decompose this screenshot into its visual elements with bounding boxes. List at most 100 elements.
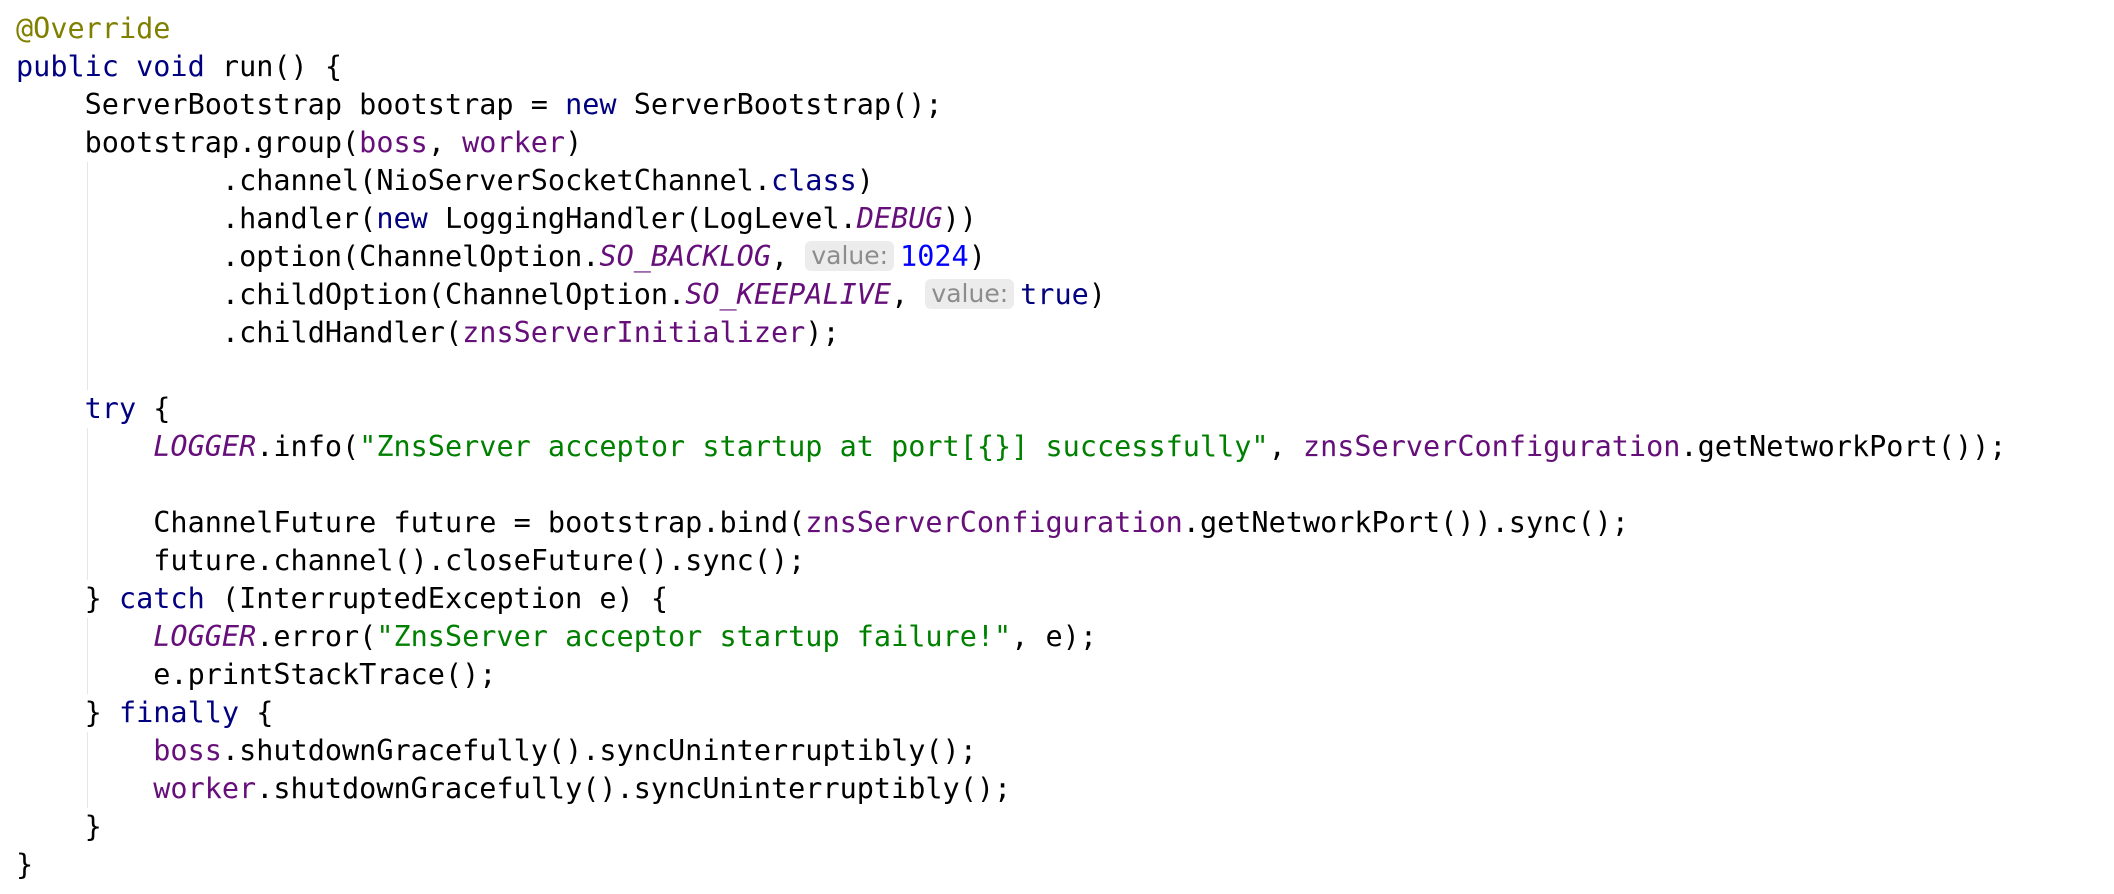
- field-token: boss: [359, 126, 428, 159]
- code-line[interactable]: future.channel().closeFuture().sync();: [0, 542, 2114, 580]
- code-line[interactable]: .childOption(ChannelOption.SO_KEEPALIVE,…: [0, 276, 2114, 314]
- number-literal-token: 1024: [900, 240, 969, 273]
- code-token: .channel(NioServerSocketChannel.: [221, 164, 771, 197]
- code-token: ,: [1268, 430, 1303, 463]
- code-token: {: [256, 696, 274, 729]
- code-token: {: [153, 392, 171, 425]
- code-line[interactable]: worker.shutdownGracefully().syncUninterr…: [0, 770, 2114, 808]
- code-token: )): [942, 202, 977, 235]
- keyword-token: new: [565, 88, 634, 121]
- field-token: worker: [462, 126, 566, 159]
- code-token: .childHandler(: [221, 316, 463, 349]
- code-line[interactable]: boss.shutdownGracefully().syncUninterrup…: [0, 732, 2114, 770]
- code-line[interactable]: e.printStackTrace();: [0, 656, 2114, 694]
- indent-guide: [86, 162, 88, 200]
- field-token: znsServerConfiguration: [1302, 430, 1681, 463]
- code-token: .shutdownGracefully().syncUninterruptibl…: [256, 772, 1012, 805]
- string-literal-token: "ZnsServer acceptor startup at port[{}] …: [359, 430, 1269, 463]
- code-token: .option(ChannelOption.: [221, 240, 600, 273]
- keyword-token: class: [770, 164, 857, 197]
- code-line[interactable]: LOGGER.error("ZnsServer acceptor startup…: [0, 618, 2114, 656]
- keyword-token: true: [1020, 278, 1089, 311]
- code-line[interactable]: ChannelFuture future = bootstrap.bind(zn…: [0, 504, 2114, 542]
- indent-guide: [86, 504, 88, 542]
- keyword-token: void: [136, 50, 222, 83]
- indent-guide: [86, 542, 88, 580]
- static-field-token: SO_BACKLOG: [599, 240, 771, 273]
- indent-guide: [86, 618, 88, 656]
- code-line[interactable]: } catch (InterruptedException e) {: [0, 580, 2114, 618]
- code-line[interactable]: try {: [0, 390, 2114, 428]
- code-token: bootstrap.group(: [84, 126, 360, 159]
- keyword-token: new: [376, 202, 445, 235]
- code-line[interactable]: }: [0, 808, 2114, 846]
- code-line[interactable]: ServerBootstrap bootstrap = new ServerBo…: [0, 86, 2114, 124]
- code-token: }: [84, 810, 102, 843]
- code-token: }: [16, 848, 34, 881]
- indent-guide: [86, 466, 88, 504]
- code-line[interactable]: .childHandler(znsServerInitializer);: [0, 314, 2114, 352]
- string-literal-token: "ZnsServer acceptor startup failure!": [376, 620, 1012, 653]
- code-token: ): [968, 240, 986, 273]
- annotation-token: @Override: [16, 12, 171, 45]
- code-line[interactable]: } finally {: [0, 694, 2114, 732]
- indent-guide: [86, 238, 88, 276]
- code-token: .error(: [256, 620, 377, 653]
- indent-guide: [86, 770, 88, 808]
- static-field-token: LOGGER: [153, 620, 257, 653]
- field-token: znsServerInitializer: [462, 316, 806, 349]
- indent-guide: [86, 352, 88, 390]
- static-field-token: DEBUG: [856, 202, 943, 235]
- code-token: ChannelFuture future = bootstrap.bind(: [153, 506, 806, 539]
- code-token: ServerBootstrap();: [633, 88, 943, 121]
- code-line[interactable]: .handler(new LoggingHandler(LogLevel.DEB…: [0, 200, 2114, 238]
- code-token: .shutdownGracefully().syncUninterruptibl…: [221, 734, 977, 767]
- code-token: LoggingHandler(LogLevel.: [444, 202, 857, 235]
- code-token: (InterruptedException e) {: [221, 582, 669, 615]
- parameter-hint: value:: [925, 279, 1015, 309]
- code-token: .handler(: [221, 202, 377, 235]
- code-line[interactable]: bootstrap.group(boss, worker): [0, 124, 2114, 162]
- field-token: boss: [153, 734, 222, 767]
- keyword-token: catch: [118, 582, 222, 615]
- parameter-hint: value:: [805, 241, 895, 271]
- code-token: }: [84, 582, 119, 615]
- code-line[interactable]: @Override: [0, 10, 2114, 48]
- code-token: );: [805, 316, 840, 349]
- keyword-token: public: [16, 50, 137, 83]
- code-line[interactable]: LOGGER.info("ZnsServer acceptor startup …: [0, 428, 2114, 466]
- code-token: ): [1088, 278, 1106, 311]
- indent-guide: [86, 276, 88, 314]
- keyword-token: finally: [118, 696, 257, 729]
- indent-guide: [86, 428, 88, 466]
- code-token: ServerBootstrap bootstrap =: [84, 88, 566, 121]
- code-line[interactable]: [0, 466, 2114, 504]
- code-line[interactable]: .channel(NioServerSocketChannel.class): [0, 162, 2114, 200]
- field-token: worker: [153, 772, 257, 805]
- code-token: ): [856, 164, 874, 197]
- field-token: znsServerConfiguration: [805, 506, 1183, 539]
- static-field-token: LOGGER: [153, 430, 257, 463]
- code-token: , e);: [1011, 620, 1097, 653]
- code-token: future.channel().closeFuture().sync();: [153, 544, 806, 577]
- code-token: ,: [771, 240, 806, 273]
- code-token: ,: [427, 126, 463, 159]
- code-token: }: [84, 696, 119, 729]
- indent-guide: [86, 656, 88, 694]
- indent-guide: [86, 314, 88, 352]
- code-token: .getNetworkPort());: [1680, 430, 2007, 463]
- code-token: .childOption(ChannelOption.: [221, 278, 686, 311]
- code-line[interactable]: }: [0, 846, 2114, 884]
- code-token: e.printStackTrace();: [153, 658, 497, 691]
- code-token: ): [565, 126, 583, 159]
- indent-guide: [86, 200, 88, 238]
- code-token: .getNetworkPort()).sync();: [1182, 506, 1629, 539]
- code-line[interactable]: public void run() {: [0, 48, 2114, 86]
- code-line[interactable]: [0, 352, 2114, 390]
- static-field-token: SO_KEEPALIVE: [685, 278, 892, 311]
- code-token: ,: [891, 278, 926, 311]
- code-token: .info(: [256, 430, 360, 463]
- code-line[interactable]: .option(ChannelOption.SO_BACKLOG, value:…: [0, 238, 2114, 276]
- code-token: run() {: [221, 50, 343, 83]
